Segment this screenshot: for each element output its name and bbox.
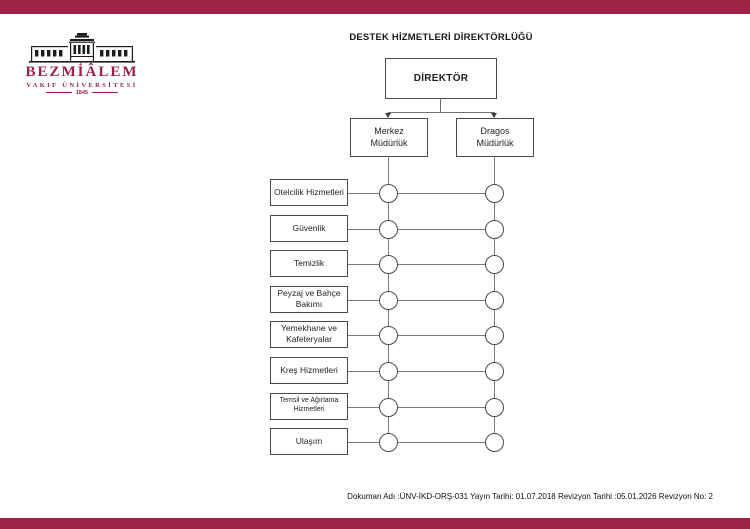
org-unit-row: Güvenlik [0, 211, 750, 247]
org-unit-box: Güvenlik [270, 214, 348, 242]
merkez-connection-node [379, 254, 398, 274]
footer-bar [0, 518, 750, 529]
connector-root-hbar [388, 112, 495, 113]
org-unit-box: Ulaşım [270, 427, 348, 455]
dragos-connection-node [485, 397, 504, 417]
connector-line [348, 406, 495, 408]
org-unit-box: Temizlik [270, 249, 348, 277]
connector-line [348, 192, 495, 194]
org-unit-box: Peyzaj ve Bahçe Bakımı [270, 285, 348, 313]
merkez-connection-node [379, 290, 398, 310]
arrow-down-icon [385, 113, 391, 118]
page-title: DESTEK HİZMETLERİ DİREKTÖRLÜĞÜ [349, 32, 533, 43]
dragos-connection-node [485, 183, 504, 203]
connector-line [348, 228, 495, 230]
brand-subtitle: VAKIF ÜNİVERSİTESİ [26, 81, 138, 89]
branch-label: Merkez Müdürlük [370, 125, 408, 148]
branch-box-dragos: Dragos Müdürlük [456, 118, 534, 157]
arrow-down-icon [491, 113, 497, 118]
org-unit-row: Peyzaj ve Bahçe Bakımı [0, 282, 750, 318]
merkez-connection-node [379, 361, 398, 381]
connector-line [348, 370, 495, 372]
brand-name: BEZMİÂLEM [25, 64, 139, 80]
director-box: DİREKTÖR [385, 58, 497, 99]
branch-box-merkez: Merkez Müdürlük [350, 118, 428, 157]
org-unit-box: Temsil ve Ağırlama Hizmetleri [270, 392, 348, 420]
org-unit-box: Kreş Hizmetleri [270, 356, 348, 384]
org-unit-row: Temsil ve Ağırlama Hizmetleri [0, 389, 750, 425]
header-bar [0, 0, 750, 14]
dragos-connection-node [485, 361, 504, 381]
org-unit-row: Ulaşım [0, 424, 750, 460]
merkez-connection-node [379, 183, 398, 203]
branch-label: Dragos Müdürlük [476, 125, 514, 148]
dragos-connection-node [485, 219, 504, 239]
org-unit-row: Kreş Hizmetleri [0, 353, 750, 389]
merkez-connection-node [379, 219, 398, 239]
document-info-footer: Dokuman Adı :ÜNV-İKD-ORŞ-031 Yayın Tarih… [347, 492, 713, 501]
org-unit-box: Otelcilik Hizmetleri [270, 178, 348, 206]
merkez-connection-node [379, 325, 398, 345]
connector-line [348, 441, 495, 443]
dragos-connection-node [485, 254, 504, 274]
merkez-connection-node [379, 397, 398, 417]
connector-root-stub [440, 98, 441, 113]
org-unit-row: Otelcilik Hizmetleri [0, 175, 750, 211]
university-logo: BEZMİÂLEM VAKIF ÜNİVERSİTESİ 1845 [20, 33, 144, 96]
org-unit-row: Yemekhane ve Kafeteryalar [0, 317, 750, 353]
dragos-connection-node [485, 325, 504, 345]
connector-line [348, 263, 495, 265]
merkez-connection-node [379, 432, 398, 452]
connector-line [348, 299, 495, 301]
dragos-connection-node [485, 432, 504, 452]
connector-line [348, 334, 495, 336]
university-building-icon [29, 33, 135, 63]
org-unit-box: Yemekhane ve Kafeteryalar [270, 320, 348, 348]
brand-founding-year: 1845 [20, 90, 144, 96]
dragos-connection-node [485, 290, 504, 310]
org-unit-row: Temizlik [0, 246, 750, 282]
